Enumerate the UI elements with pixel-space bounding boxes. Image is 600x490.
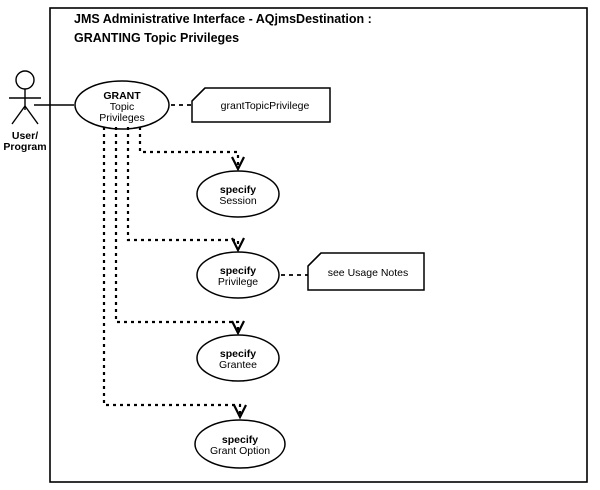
- note-grant-topic-privilege-text: grantTopicPrivilege: [221, 100, 310, 112]
- system-boundary-box: [49, 7, 588, 483]
- use-case-specify-grant-option[interactable]: [194, 419, 286, 469]
- include-grant-to-grantee: [114, 127, 245, 336]
- use-case-grant-line2: Topic: [110, 101, 135, 113]
- actor-stick-figure: [9, 70, 41, 125]
- include-grant-to-grant-option: [102, 127, 247, 420]
- note-grant-topic-privilege: [191, 87, 331, 123]
- use-case-grant-line1: GRANT: [103, 90, 141, 102]
- note-see-usage-notes-text: see Usage Notes: [328, 267, 409, 279]
- include-grant-to-session: [138, 127, 245, 172]
- actor-label-line2: Program: [3, 141, 46, 153]
- diagram-title-line2: GRANTING Topic Privileges: [74, 31, 239, 45]
- use-case-session-line1: specify: [220, 184, 256, 196]
- use-case-privilege-line2: Privilege: [218, 276, 258, 288]
- actor-label-line1: User/: [12, 130, 38, 142]
- use-case-privilege-line1: specify: [220, 265, 256, 277]
- diagram-title-line1: JMS Administrative Interface - AQjmsDest…: [74, 12, 372, 26]
- use-case-grant-option-line2: Grant Option: [210, 445, 270, 457]
- use-case-session-line2: Session: [219, 195, 257, 207]
- use-case-grant-topic-privileges[interactable]: [74, 80, 170, 130]
- use-case-grantee-line1: specify: [220, 348, 256, 360]
- note-see-usage-notes: [307, 252, 425, 291]
- use-case-grant-line3: Privileges: [99, 112, 145, 124]
- use-case-grant-option-line1: specify: [222, 434, 258, 446]
- use-case-grantee-line2: Grantee: [219, 359, 257, 371]
- include-grant-to-privilege: [126, 127, 245, 253]
